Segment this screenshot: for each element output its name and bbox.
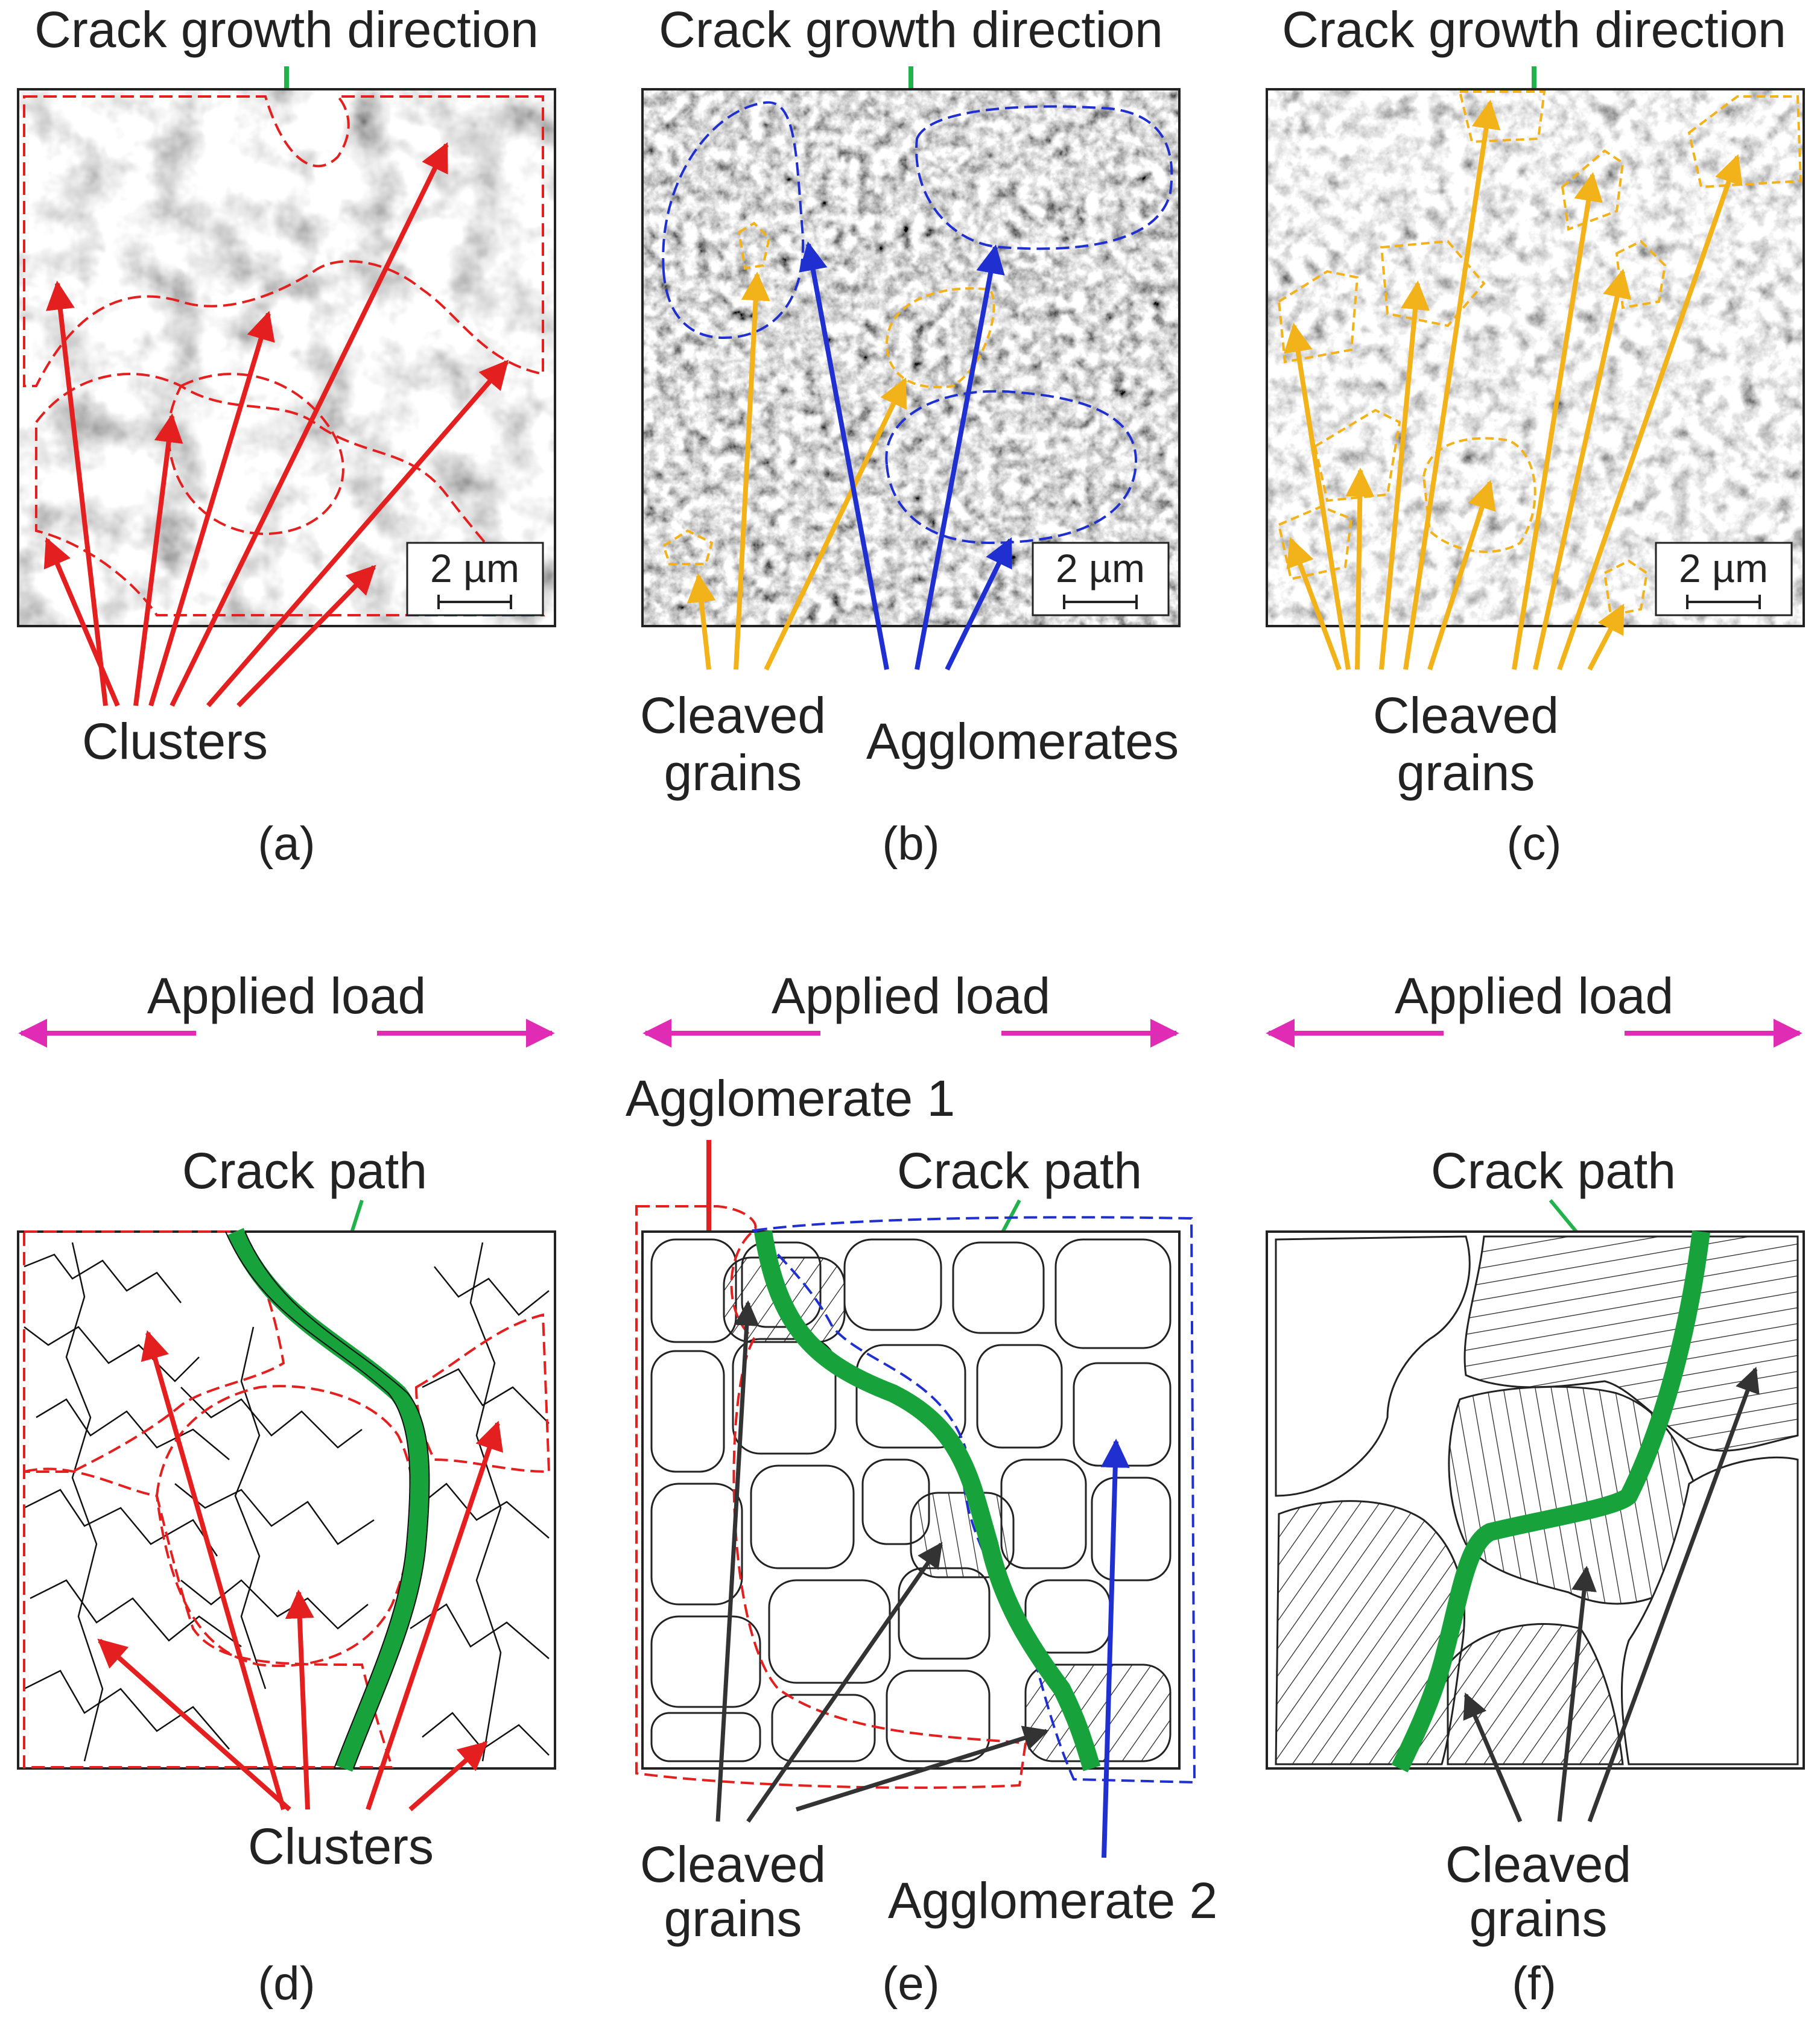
cluster-arrows-a — [43, 142, 509, 707]
agglomerate2-arrow-e — [1100, 1439, 1130, 1858]
cleaved-arrows-c — [1284, 100, 1743, 671]
sem-micrograph-icon-a — [18, 89, 555, 626]
scale-bar-label-c: 2 µm — [1679, 546, 1768, 590]
panel-a: Crack growth direction 2 µm Clusters ( — [17, 1, 556, 870]
crack-path-label-e: Crack path — [897, 1142, 1142, 1199]
grains-f — [1275, 1235, 1799, 1765]
scale-bar-c: 2 µm — [1655, 542, 1793, 616]
clusters-label-d: Clusters — [248, 1818, 434, 1875]
caption-e: (e) — [882, 1957, 939, 2010]
panel-d: Applied load Crack path — [17, 967, 556, 2010]
agglomerates-label-b: Agglomerates — [866, 713, 1179, 770]
crack-path-label-f: Crack path — [1431, 1142, 1676, 1199]
crack-growth-label-a: Crack growth direction — [34, 1, 539, 58]
cleaved-arrows-e — [715, 1300, 1050, 1823]
caption-a: (a) — [258, 817, 315, 870]
cluster-arrows-d — [97, 1330, 503, 1812]
crack-growth-label-b: Crack growth direction — [659, 1, 1163, 58]
agglomerate-outlines-b — [662, 101, 1173, 545]
cleaved-label-e-2: grains — [664, 1890, 802, 1947]
cleaved-label-f-2: grains — [1470, 1890, 1608, 1947]
applied-load-label-d: Applied load — [147, 967, 426, 1024]
scale-bar-label-a: 2 µm — [430, 546, 519, 590]
agglomerate1-label-e: Agglomerate 1 — [626, 1070, 955, 1127]
panel-b: Crack growth direction 2 µm — [640, 1, 1181, 870]
cleaved-outlines-b — [662, 221, 995, 565]
scale-bar-a: 2 µm — [406, 542, 544, 616]
cleaved-label-c-2: grains — [1397, 744, 1535, 801]
clusters-label-a: Clusters — [82, 713, 268, 770]
cleaved-label-e-1: Cleaved — [640, 1836, 826, 1893]
cleaved-label-c-1: Cleaved — [1373, 687, 1559, 744]
caption-c: (c) — [1507, 817, 1562, 870]
panel-e: Applied load Agglomerate 1 Crack path — [626, 967, 1217, 2010]
crack-path-d — [227, 1228, 429, 1772]
cleaved-label-f-1: Cleaved — [1445, 1836, 1631, 1893]
cleaved-arrows-b — [686, 271, 907, 671]
applied-load-label-e: Applied load — [772, 967, 1050, 1024]
panel-c: Crack growth direction 2 µm — [1266, 1, 1805, 870]
cleaved-label-b-2: grains — [664, 744, 802, 801]
scale-bar-b: 2 µm — [1032, 542, 1170, 616]
caption-f: (f) — [1512, 1957, 1556, 2010]
crack-growth-label-c: Crack growth direction — [1282, 1, 1786, 58]
sem-micrograph-icon-b — [642, 89, 1179, 626]
applied-load-label-f: Applied load — [1395, 967, 1673, 1024]
agglomerate-arrows-b — [799, 241, 1013, 671]
crack-path-f — [1391, 1230, 1710, 1773]
crack-network-d — [24, 1242, 550, 1762]
crack-path-e — [754, 1230, 1101, 1771]
scale-bar-label-b: 2 µm — [1056, 546, 1145, 590]
cleaved-label-b-1: Cleaved — [640, 687, 826, 744]
panel-f: Applied load Crack path Cleaved grains (… — [1266, 967, 1805, 2010]
caption-b: (b) — [882, 817, 939, 870]
cleaved-arrows-f — [1463, 1367, 1760, 1823]
crack-path-label-d: Crack path — [182, 1142, 427, 1199]
crack-network-icon — [17, 1230, 556, 1770]
agglomerate2-label-e: Agglomerate 2 — [888, 1872, 1217, 1929]
caption-d: (d) — [258, 1957, 315, 2010]
